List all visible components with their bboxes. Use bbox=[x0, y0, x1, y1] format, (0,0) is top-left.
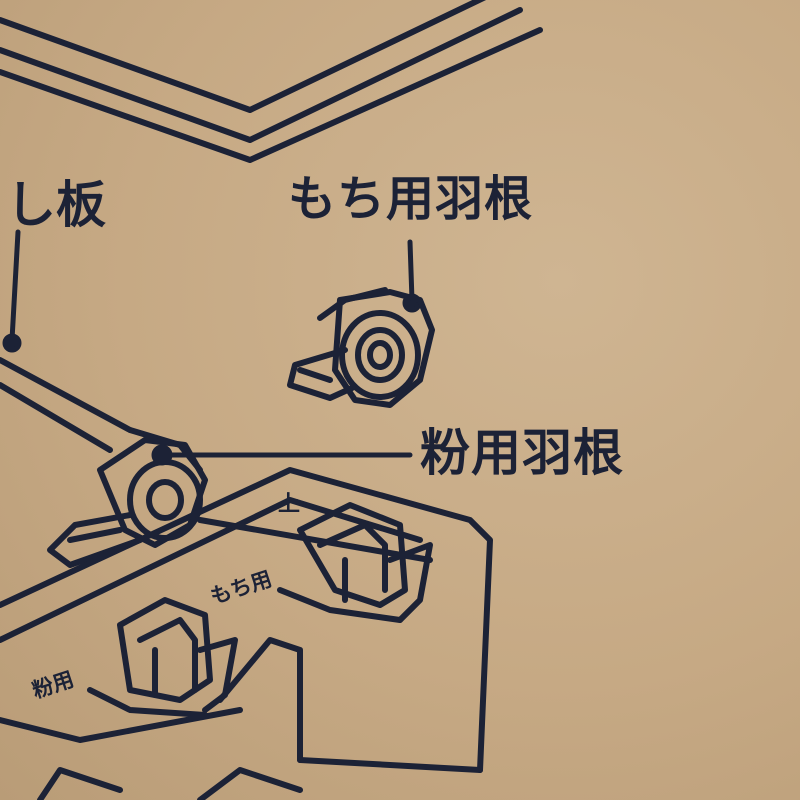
base-unit-drawing bbox=[0, 467, 493, 800]
top-mark-label: 上 bbox=[278, 492, 301, 517]
plate-label: し板 bbox=[6, 176, 106, 234]
mochi-blade-label: もち用羽根 bbox=[288, 171, 534, 227]
mochi-blade-drawing bbox=[287, 287, 435, 408]
machine-top-outline bbox=[0, 0, 543, 163]
kona-blade-drawing bbox=[47, 437, 208, 568]
kona-blade-label: 粉用羽根 bbox=[420, 424, 624, 482]
